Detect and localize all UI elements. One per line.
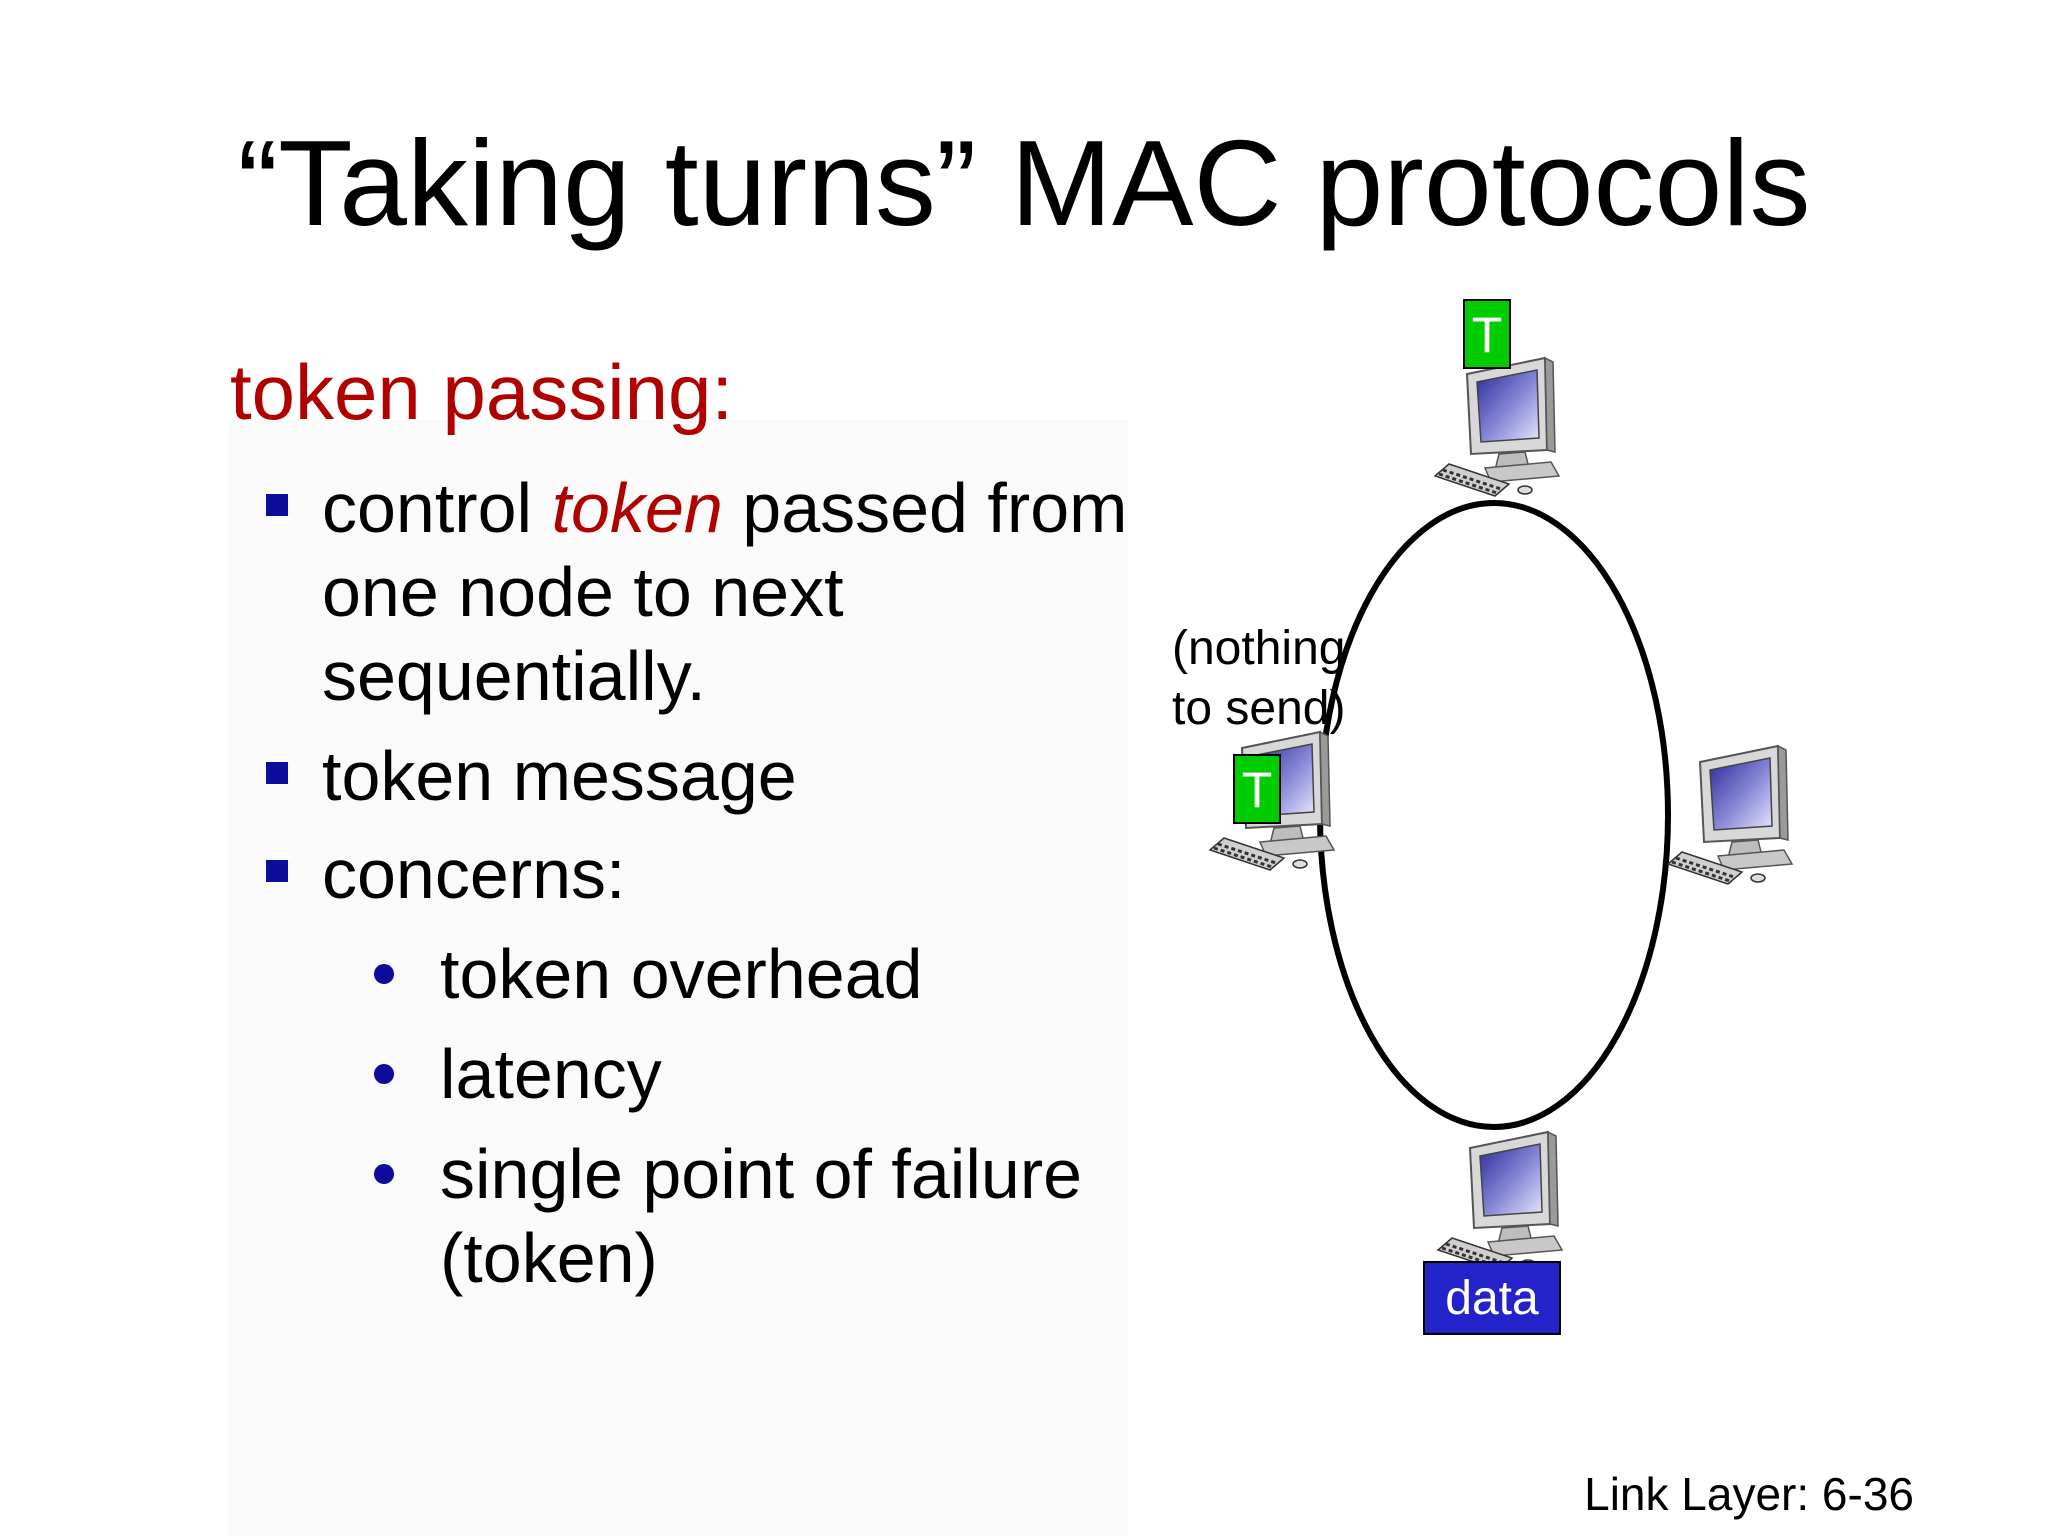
bullet-text-1: control token passed from one node to ne… [322,466,1142,718]
token-top-label: T [1472,307,1503,363]
bullet-square-icon [266,494,288,516]
token-top-badge: T [1463,299,1511,369]
sub-bullet-dot-icon [374,964,394,984]
ring-topology [1317,500,1671,1130]
bullet-1-pre: control [322,469,552,547]
sub-bullet-text-3: single point of failure (token) [440,1135,1083,1297]
token-left-label: T [1242,762,1273,818]
bullet-1-emphasis: token [551,469,723,547]
sub-bullet-dot-icon [374,1064,394,1084]
computer-top-icon [1433,356,1561,498]
bullet-1-post: passed from one node to next sequentiall… [322,469,1128,715]
slide-footer: Link Layer: 6-36 [1584,1468,1914,1520]
bullet-text-3: concerns: [322,835,626,913]
sub-bullet-text-2: latency [440,1035,662,1113]
token-left-badge: T [1233,754,1281,824]
note-line-2: to send) [1172,682,1345,735]
sub-bullet-dot-icon [374,1164,394,1184]
data-badge: data [1423,1261,1561,1335]
slide-title: “Taking turns” MAC protocols [237,115,1811,251]
data-label: data [1445,1272,1539,1325]
bullet-square-icon [266,762,288,784]
bullet-text-2: token message [322,737,797,815]
sub-bullet-text-1: token overhead [440,935,923,1013]
section-heading: token passing: [230,348,734,436]
note-line-1: (nothing [1172,622,1345,675]
bullet-square-icon [266,860,288,882]
computer-right-icon [1666,744,1794,886]
computer-bottom-icon [1436,1130,1564,1272]
